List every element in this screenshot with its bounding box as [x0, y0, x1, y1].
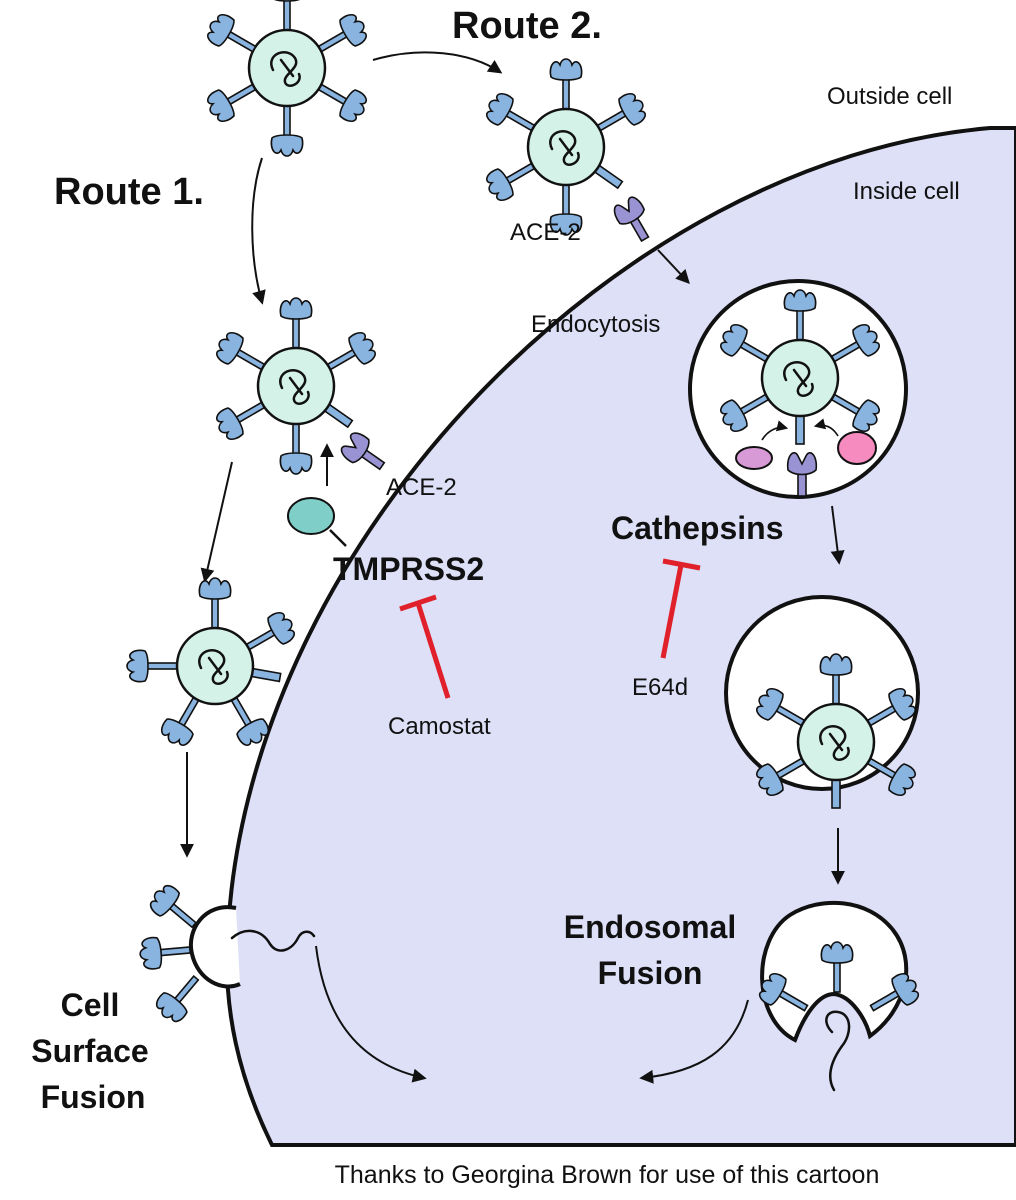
camostat-inhibitor-icon	[399, 594, 451, 699]
cell-surface-fusion-icon	[138, 880, 316, 1028]
cell-surface-fusion-label-line1: Cell	[61, 987, 120, 1023]
endosomal-fusion-entry-arrow	[639, 999, 749, 1084]
endocytosis-arrow	[657, 249, 690, 285]
e64d-inhibitor-icon	[660, 558, 701, 659]
credit-caption: Thanks to Georgina Brown for use of this…	[335, 1161, 880, 1189]
cathepsins-label: Cathepsins	[611, 510, 783, 546]
endosomal-fusion-label-line2: Fusion	[598, 955, 703, 991]
camostat-label: Camostat	[388, 713, 491, 740]
tmprss2-label: TMPRSS2	[333, 551, 484, 587]
route1-label: Route 1.	[54, 171, 204, 213]
route2-arrow	[372, 51, 503, 74]
ace2-route2-label: ACE-2	[510, 219, 581, 246]
route1-arrow-to-surface	[200, 461, 233, 583]
cathepsin-action-arrow-right	[813, 418, 839, 437]
cell-surface-fusion-label-line2: Surface	[31, 1033, 148, 1069]
cathepsin-pink-icon	[837, 431, 877, 465]
tmprss2-enzyme-icon	[287, 497, 335, 535]
ace2-route1-label: ACE-2	[386, 474, 457, 501]
endosomal-fusion-icon	[754, 900, 924, 1092]
surface-fusion-entry-arrow	[315, 945, 427, 1083]
route1-arrow-down	[251, 157, 266, 305]
inside-cell-label: Inside cell	[853, 178, 960, 205]
outside-cell-label: Outside cell	[827, 83, 952, 110]
cathepsin-purple-icon	[735, 446, 773, 470]
ace2-receptor-route2-icon	[610, 193, 659, 247]
endosomal-fusion-label-line1: Endosomal	[564, 909, 736, 945]
endocytosis-label: Endocytosis	[531, 311, 660, 338]
virus-icon	[203, 0, 371, 156]
ace2-receptor-icon	[337, 428, 392, 479]
endosome-arrow-1	[830, 505, 845, 565]
route2-label: Route 2.	[452, 5, 602, 47]
e64d-label: E64d	[632, 674, 688, 701]
cell-surface-fusion-label-line3: Fusion	[41, 1079, 146, 1115]
cathepsin-action-arrow-left	[761, 420, 789, 441]
